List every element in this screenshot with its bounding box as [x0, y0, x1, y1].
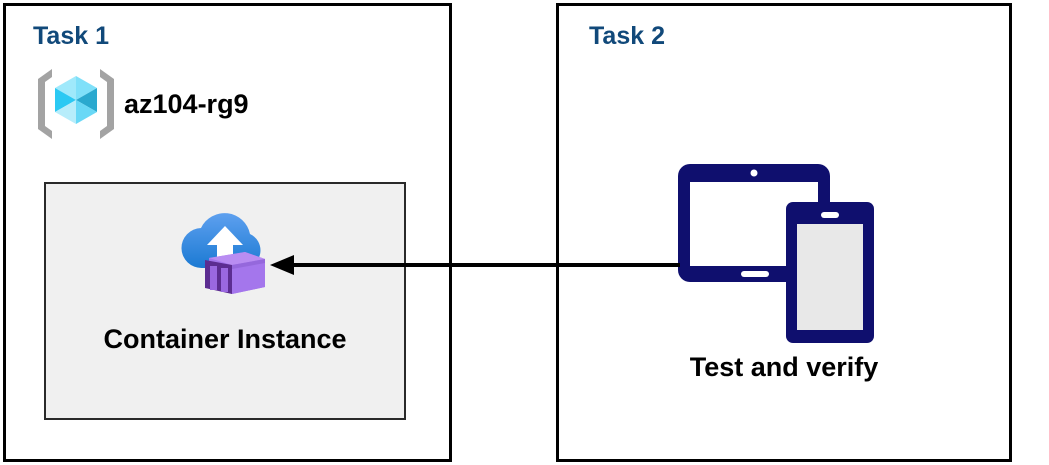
- resource-group-label: az104-rg9: [124, 88, 249, 119]
- resource-group-row: az104-rg9: [32, 65, 249, 143]
- resource-group-icon: [32, 65, 120, 143]
- container-instance-label: Container Instance: [103, 324, 347, 354]
- panel-title-task-2: Task 2: [589, 22, 665, 50]
- container-instance-icon: [177, 184, 273, 298]
- test-and-verify-label: Test and verify: [689, 352, 879, 382]
- panel-title-task-1: Task 1: [33, 22, 109, 50]
- panel-task-1: Task 1: [3, 3, 452, 462]
- container-instance-box: Container Instance: [44, 182, 406, 420]
